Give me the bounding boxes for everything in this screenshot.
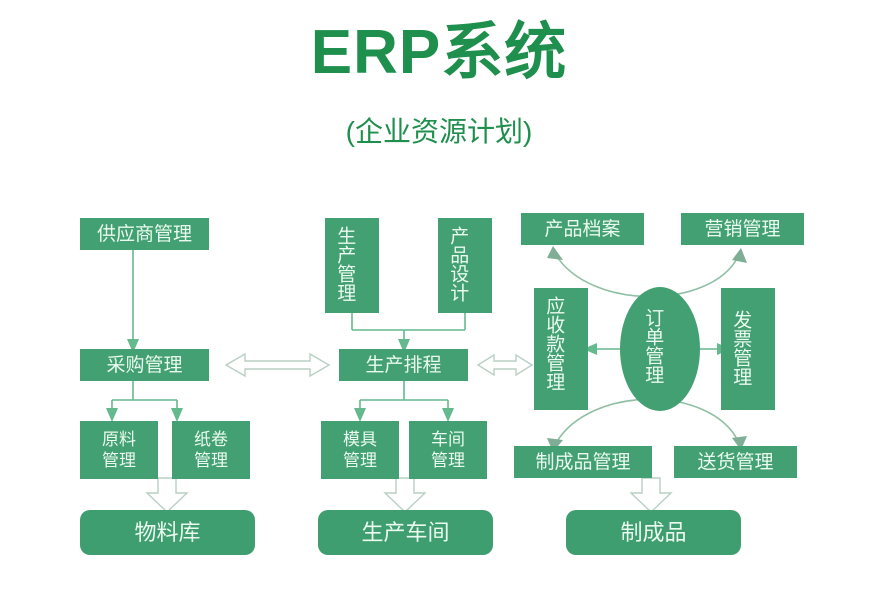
node-order-management[interactable] <box>620 287 700 411</box>
node-purchase-management-label: 采购管理 <box>106 354 182 376</box>
node-product-archive-label: 产品档案 <box>544 218 620 240</box>
node-product-design-label: 产品设计 <box>447 226 469 302</box>
node-marketing-management[interactable] <box>681 213 804 245</box>
connector-schedule-receivable-double-arrow <box>476 353 534 377</box>
connector-purchase-schedule-double-arrow <box>224 352 331 378</box>
node-receivable-management-label: 应收款管理 <box>543 296 565 391</box>
connector-supplier-to-purchase <box>127 250 139 353</box>
node-finished-goods[interactable] <box>566 510 741 555</box>
node-invoice-management-label: 发票管理 <box>730 310 752 386</box>
node-material-warehouse-label: 物料库 <box>134 520 200 545</box>
connector-production-to-schedule <box>351 313 466 353</box>
node-product-design[interactable] <box>438 218 492 313</box>
node-production-schedule-label: 生产排程 <box>365 354 441 376</box>
node-material-warehouse[interactable] <box>80 510 255 555</box>
node-production-schedule[interactable] <box>339 349 468 381</box>
node-paper-roll-management[interactable] <box>172 421 250 479</box>
node-mold-management[interactable] <box>321 421 399 479</box>
connector-schedule-to-shop <box>354 381 454 422</box>
node-workshop-management[interactable] <box>409 421 487 479</box>
node-production-workshop-label: 生产车间 <box>361 520 449 545</box>
node-invoice-management[interactable] <box>721 288 775 410</box>
connector-purchase-to-materials <box>106 381 183 422</box>
node-finished-goods-management-label: 制成品管理 <box>535 451 630 473</box>
node-supplier-management-label: 供应商管理 <box>97 223 192 245</box>
node-delivery-management-label: 送货管理 <box>697 451 773 473</box>
hollow-arrow-to-workshop <box>383 477 427 513</box>
node-production-management-label: 生产管理 <box>334 226 356 302</box>
node-receivable-management[interactable] <box>534 288 588 410</box>
node-supplier-management[interactable] <box>80 218 209 250</box>
node-production-management[interactable] <box>325 218 379 313</box>
node-marketing-management-label: 营销管理 <box>704 218 780 240</box>
node-finished-goods-management[interactable] <box>514 446 652 478</box>
node-finished-goods-label: 制成品 <box>620 520 686 545</box>
node-material-management[interactable] <box>80 421 158 479</box>
node-purchase-management[interactable] <box>80 349 209 381</box>
connector-order-to-receivable <box>583 343 620 355</box>
hollow-arrow-to-warehouse <box>145 477 189 513</box>
page-title: ERP系统 <box>310 18 568 87</box>
hollow-arrow-to-finished-goods <box>629 477 673 513</box>
node-production-workshop[interactable] <box>318 510 493 555</box>
page-subtitle: (企业资源计划) <box>345 116 533 147</box>
node-product-archive[interactable] <box>521 213 644 245</box>
node-order-management-label: 订单管理 <box>642 308 664 384</box>
node-delivery-management[interactable] <box>674 446 797 478</box>
